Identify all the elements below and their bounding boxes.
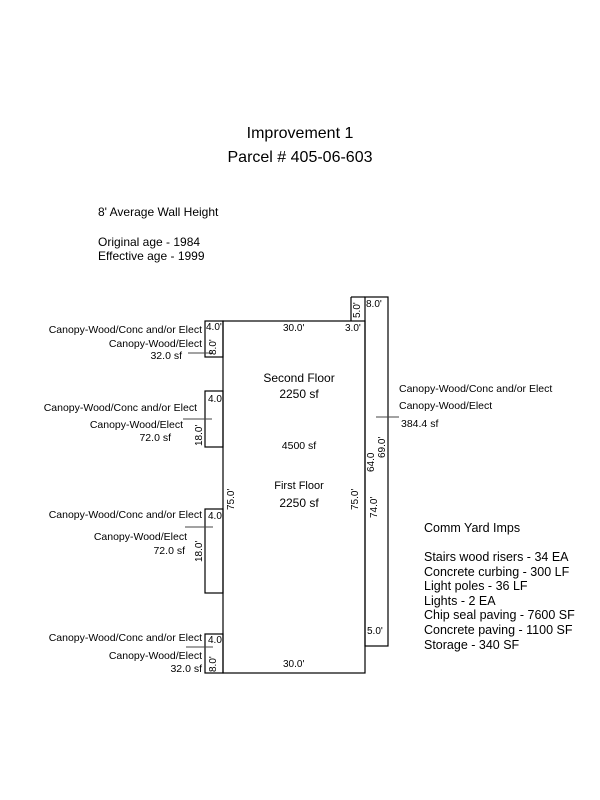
canopy-5-width: 8.0' bbox=[366, 299, 382, 310]
canopy-3-width: 4.0 bbox=[208, 511, 222, 522]
canopy-4-label-2: Canopy-Wood/Elect bbox=[108, 650, 202, 662]
second-floor-label: Second Floor bbox=[263, 371, 335, 385]
yard-item: Lights - 2 EA bbox=[424, 593, 496, 608]
dim-top: 30.0' bbox=[283, 323, 305, 334]
yard-item: Stairs wood risers - 34 EA bbox=[424, 550, 569, 564]
canopy-5-label-1: Canopy-Wood/Conc and/or Elect bbox=[399, 383, 553, 395]
first-floor-area: 2250 sf bbox=[279, 496, 319, 510]
yard-item: Light poles - 36 LF bbox=[424, 579, 528, 594]
canopy-3-area: 72.0 sf bbox=[153, 545, 185, 557]
canopy-2-label-2: Canopy-Wood/Elect bbox=[89, 419, 183, 431]
dim-left: 75.0' bbox=[226, 488, 237, 510]
canopy-1-label-2: Canopy-Wood/Elect bbox=[108, 338, 202, 350]
yard-item: Chip seal paving - 7600 SF bbox=[424, 608, 575, 623]
canopy-3-height: 18.0' bbox=[194, 540, 205, 562]
canopy-3-outline bbox=[204, 508, 224, 594]
canopy-5-bottom-dim: 5.0' bbox=[367, 626, 383, 637]
canopy-1-width: 4.0' bbox=[206, 322, 222, 333]
canopy-5-lower-dim: 74.0' bbox=[369, 496, 380, 518]
canopy-4-outline bbox=[204, 633, 224, 674]
yard-title: Comm Yard Imps bbox=[424, 521, 521, 535]
dim-top-right: 3.0' bbox=[345, 323, 361, 334]
canopy-4-width: 4.0 bbox=[208, 635, 222, 646]
canopy-3-label-1: Canopy-Wood/Conc and/or Elect bbox=[48, 509, 202, 521]
canopy-2-height: 18.0' bbox=[194, 424, 205, 446]
canopy-5-label-2: Canopy-Wood/Elect bbox=[399, 400, 493, 412]
canopy-2-label-1: Canopy-Wood/Conc and/or Elect bbox=[43, 402, 197, 414]
right-canopy-outline bbox=[364, 296, 389, 647]
canopy-4-label-1: Canopy-Wood/Conc and/or Elect bbox=[48, 632, 202, 644]
yard-items-list: Stairs wood risers - 34 EA Concrete curb… bbox=[424, 550, 575, 652]
canopy-5-area: 384.4 sf bbox=[401, 418, 439, 430]
canopy-1-outline bbox=[204, 320, 224, 358]
dim-bottom: 30.0' bbox=[283, 659, 305, 670]
canopy-5-top-dim: 5.0' bbox=[352, 302, 363, 318]
canopy-4-height: 8.0' bbox=[208, 656, 219, 672]
canopy-1-label-1: Canopy-Wood/Conc and/or Elect bbox=[48, 324, 202, 336]
canopy-5-inner-dim: 64.0 bbox=[366, 452, 377, 472]
improvement-title: Improvement 1 bbox=[246, 125, 354, 142]
canopy-1-area: 32.0 sf bbox=[150, 350, 182, 362]
first-floor-label: First Floor bbox=[274, 480, 324, 492]
canopy-2-area: 72.0 sf bbox=[139, 432, 171, 444]
canopy-3-label-2: Canopy-Wood/Elect bbox=[93, 531, 187, 543]
yard-item: Concrete paving - 1100 SF bbox=[424, 622, 573, 637]
effective-age: Effective age - 1999 bbox=[98, 249, 205, 263]
canopy-5-outer-dim: 69.0' bbox=[377, 436, 388, 458]
original-age: Original age - 1984 bbox=[98, 235, 201, 249]
total-area: 4500 sf bbox=[281, 440, 317, 452]
yard-item: Storage - 340 SF bbox=[424, 637, 520, 652]
canopy-4-area: 32.0 sf bbox=[170, 663, 202, 675]
parcel-number: Parcel # 405-06-603 bbox=[227, 149, 373, 166]
canopy-2-width: 4.0 bbox=[208, 394, 222, 405]
canopy-1-height: 8.0' bbox=[208, 339, 219, 355]
second-floor-area: 2250 sf bbox=[279, 387, 319, 401]
wall-height-note: 8' Average Wall Height bbox=[98, 205, 219, 219]
yard-item: Concrete curbing - 300 LF bbox=[424, 564, 570, 579]
